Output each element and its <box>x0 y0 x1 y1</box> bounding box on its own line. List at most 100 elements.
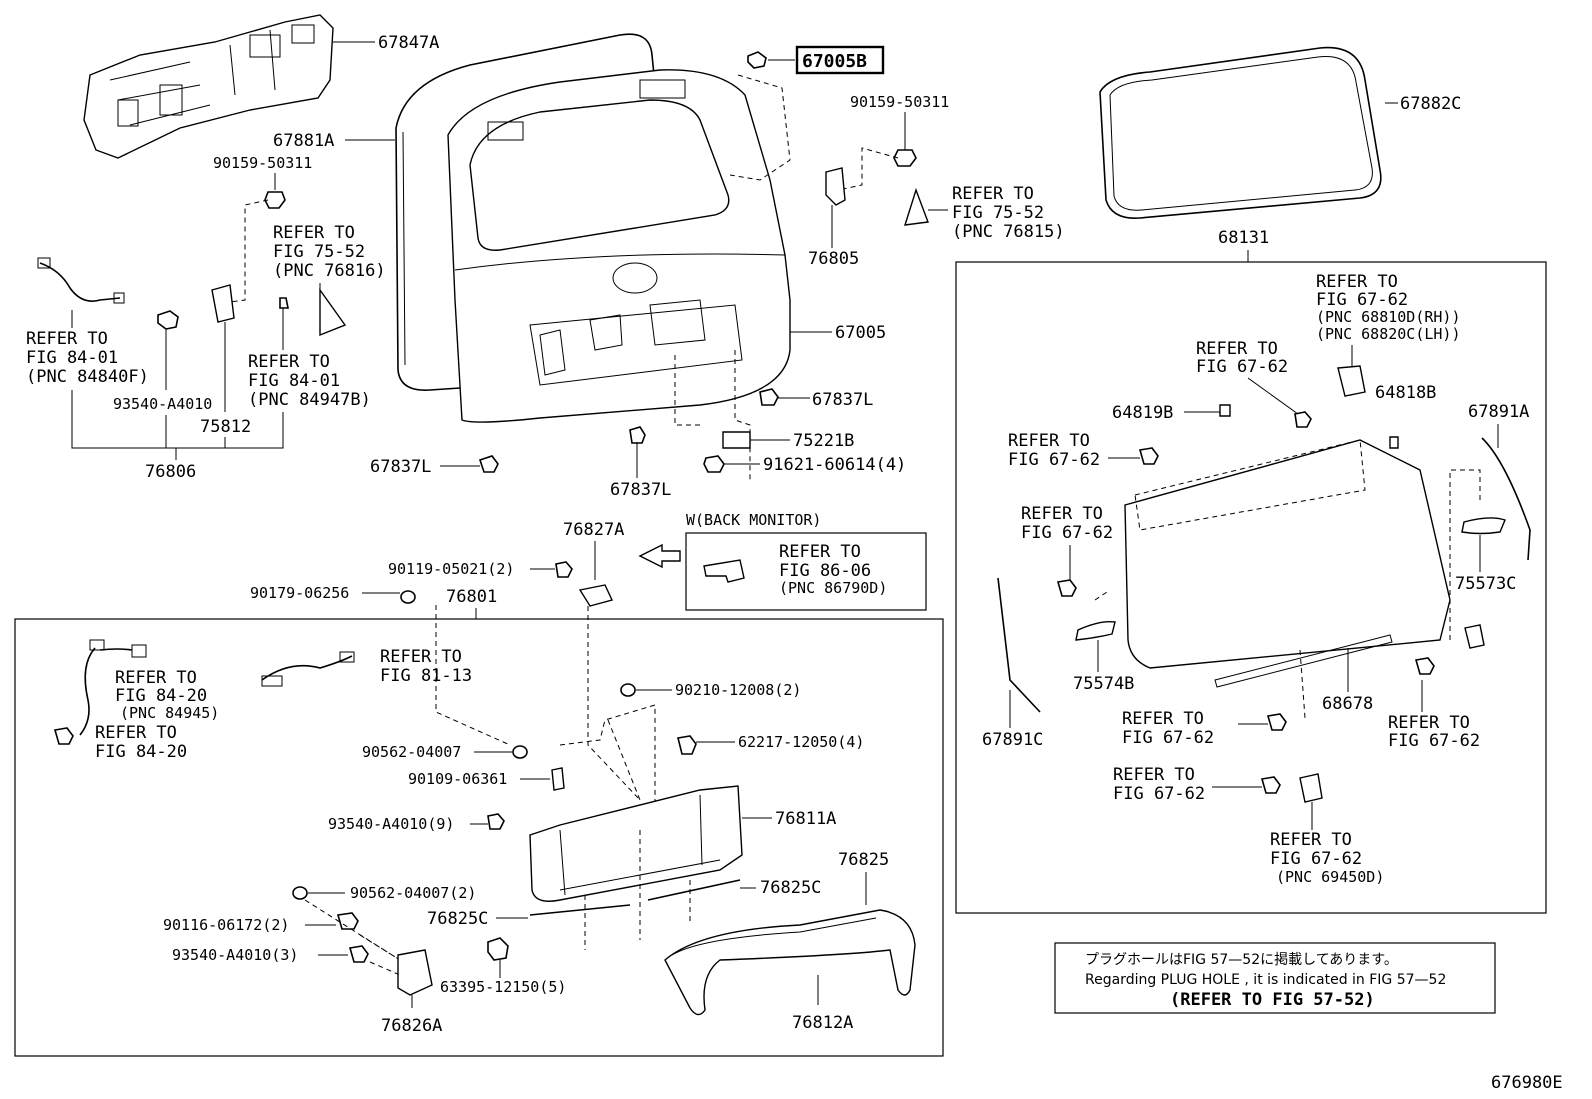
part-hinge <box>1337 365 1366 397</box>
label-refer-86-06-2: FIG 86-06 <box>779 561 871 581</box>
part-68678-strip <box>1214 634 1393 688</box>
label-68678: 68678 <box>1322 694 1373 714</box>
label-67891C: 67891C <box>982 730 1043 750</box>
label-refer-81-13-2: FIG 81-13 <box>380 666 472 686</box>
part-76826A-bracket <box>397 949 433 996</box>
label-refer-75-52-a-2: FIG 75-52 <box>273 242 365 262</box>
label-91621: 91621-60614(4) <box>763 455 906 475</box>
part-67847A-drawing <box>83 14 334 159</box>
part-76811A-garnish <box>529 785 743 902</box>
note-japanese: プラグホールはFIG 57—52に掲載してあります。 <box>1085 952 1398 968</box>
label-refer-86-06-3: (PNC 86790D) <box>779 579 887 597</box>
label-67005: 67005 <box>835 323 886 343</box>
label-76805: 76805 <box>808 249 859 269</box>
label-93540-c: 93540-A4010(3) <box>172 946 298 964</box>
label-refer-84-01-b-2: FIG 84-01 <box>248 371 340 391</box>
label-90159-right: 90159-50311 <box>850 93 949 111</box>
part-75573C <box>1461 517 1506 535</box>
label-refer-84-20-b-2: FIG 84-20 <box>95 742 187 762</box>
part-67005B-bushing <box>747 51 767 69</box>
label-refer-84-20-b-1: REFER TO <box>95 723 177 743</box>
label-refer-75-52-b-2: FIG 75-52 <box>952 203 1044 223</box>
label-refer-67-62-f-1: REFER TO <box>1113 765 1195 785</box>
label-w-back-monitor: W(BACK MONITOR) <box>686 511 821 529</box>
part-67882C-glass-seal <box>1099 46 1382 219</box>
label-63395: 63395-12150(5) <box>440 978 566 996</box>
part-75221B-bracket <box>722 431 751 449</box>
label-refer-67-62-a-2: FIG 67-62 <box>1196 357 1288 377</box>
label-75573C: 75573C <box>1455 574 1516 594</box>
part-67891A-molding <box>1481 437 1531 561</box>
part-75574B <box>1075 620 1116 641</box>
label-refer-75-52-a-1: REFER TO <box>273 223 355 243</box>
label-75574B: 75574B <box>1073 674 1134 694</box>
label-90159-left: 90159-50311 <box>213 154 312 172</box>
label-refer-84-01-a-2: FIG 84-01 <box>26 348 118 368</box>
part-harness-84945 <box>79 647 96 736</box>
part-harness-81-13 <box>261 655 353 681</box>
label-refer-67-62-d-1: REFER TO <box>1122 709 1204 729</box>
label-68131: 68131 <box>1218 228 1269 248</box>
label-93540-b: 93540-A4010(9) <box>328 815 454 833</box>
label-refer-84-01-a-1: REFER TO <box>26 329 108 349</box>
part-67881A-seal <box>395 33 655 129</box>
note-english: Regarding PLUG HOLE , it is indicated in… <box>1085 972 1446 988</box>
label-refer-67-62-g-1: REFER TO <box>1270 830 1352 850</box>
label-67837L-left: 67837L <box>370 457 431 477</box>
label-90210: 90210-12008(2) <box>675 681 801 699</box>
label-67847A: 67847A <box>378 33 439 53</box>
label-75812: 75812 <box>200 417 251 437</box>
arrow-icon <box>638 543 681 569</box>
label-refer-hinge-2: FIG 67-62 <box>1316 290 1408 310</box>
label-90119: 90119-05021(2) <box>388 560 514 578</box>
label-refer-67-62-a-1: REFER TO <box>1196 339 1278 359</box>
part-back-glass <box>1124 439 1451 669</box>
part-67891C-molding <box>997 577 1041 713</box>
label-64818B: 64818B <box>1375 383 1436 403</box>
label-refer-84-20-a-1: REFER TO <box>115 668 197 688</box>
label-refer-67-62-c-2: FIG 67-62 <box>1021 523 1113 543</box>
part-76827A-bracket <box>578 584 613 607</box>
label-76811A: 76811A <box>775 809 836 829</box>
part-67005-back-door <box>447 69 791 423</box>
label-refer-84-01-a-3: (PNC 84840F) <box>26 367 149 387</box>
label-refer-hinge-4: (PNC 68820C(LH)) <box>1316 325 1461 343</box>
label-67837L-bottom: 67837L <box>610 480 671 500</box>
label-refer-75-52-a-3: (PNC 76816) <box>273 261 386 281</box>
part-75812-bracket <box>211 284 235 323</box>
label-refer-67-62-f-2: FIG 67-62 <box>1113 784 1205 804</box>
label-90562-a: 90562-04007 <box>362 743 461 761</box>
label-refer-84-01-b-1: REFER TO <box>248 352 330 372</box>
label-76825C-right: 76825C <box>760 878 821 898</box>
label-refer-67-62-e-1: REFER TO <box>1388 713 1470 733</box>
label-67881A: 67881A <box>273 131 334 151</box>
label-refer-67-62-d-2: FIG 67-62 <box>1122 728 1214 748</box>
label-refer-67-62-e-2: FIG 67-62 <box>1388 731 1480 751</box>
back-monitor-box <box>685 532 927 611</box>
label-76806: 76806 <box>145 462 196 482</box>
label-refer-84-20-a-3: (PNC 84945) <box>120 704 219 722</box>
label-67837L-right: 67837L <box>812 390 873 410</box>
label-refer-84-01-b-3: (PNC 84947B) <box>248 390 371 410</box>
label-64819B: 64819B <box>1112 403 1173 423</box>
label-refer-hinge-3: (PNC 68810D(RH)) <box>1316 308 1461 326</box>
highlight-box-67005B <box>795 45 885 75</box>
label-refer-67-62-g-2: FIG 67-62 <box>1270 849 1362 869</box>
group-box-76801 <box>14 618 944 1057</box>
label-76827A: 76827A <box>563 520 624 540</box>
label-refer-67-62-b-2: FIG 67-62 <box>1008 450 1100 470</box>
label-76812A: 76812A <box>792 1013 853 1033</box>
label-76825: 76825 <box>838 850 889 870</box>
label-90116: 90116-06172(2) <box>163 916 289 934</box>
label-93540-A4010-a: 93540-A4010 <box>113 395 212 413</box>
label-67891A: 67891A <box>1468 402 1529 422</box>
label-refer-86-06-1: REFER TO <box>779 542 861 562</box>
label-90179: 90179-06256 <box>250 584 349 602</box>
label-67005B[interactable]: 67005B <box>802 51 867 72</box>
label-67882C: 67882C <box>1400 94 1461 114</box>
group-box-68131 <box>955 261 1547 914</box>
plug-hole-note-box <box>1054 942 1496 1014</box>
label-75221B: 75221B <box>793 431 854 451</box>
label-76826A: 76826A <box>381 1016 442 1036</box>
